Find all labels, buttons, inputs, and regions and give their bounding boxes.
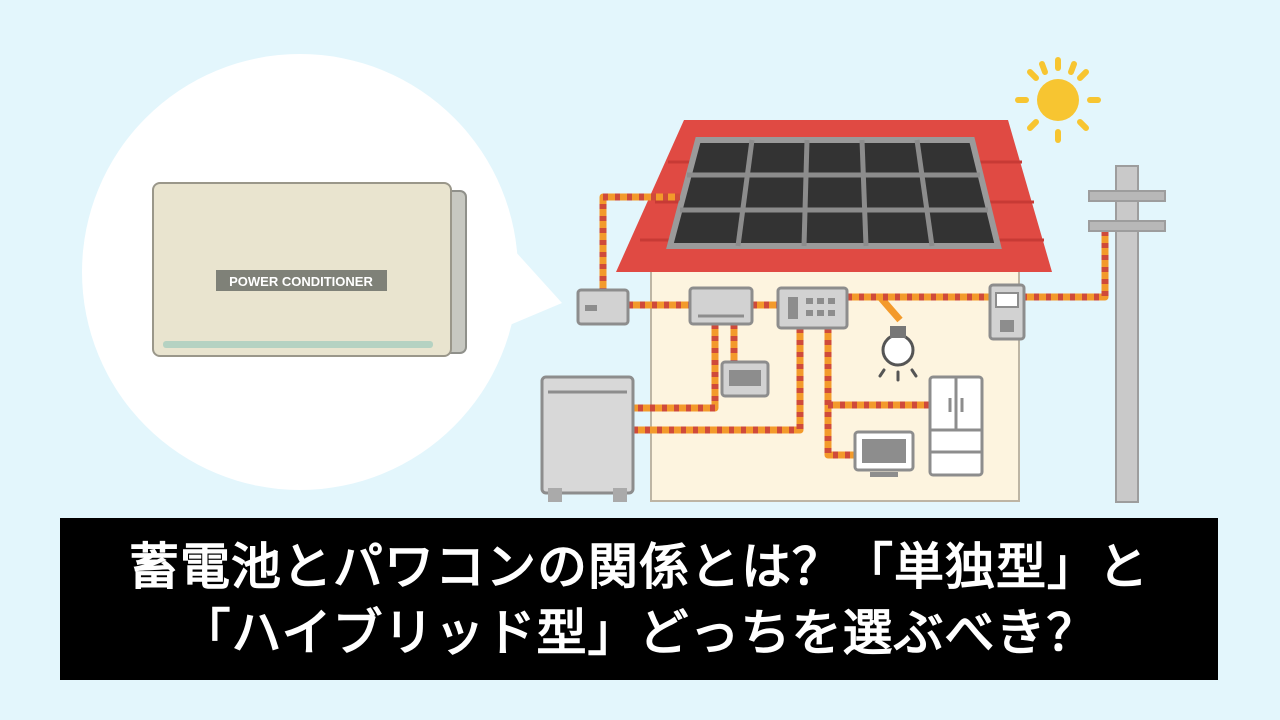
power-meter xyxy=(988,283,1026,341)
title-line-2: 「ハイブリッド型」どっちを選ぶべき？ xyxy=(180,604,1098,662)
remote-monitor xyxy=(720,360,770,398)
storage-battery-icon xyxy=(540,375,635,502)
solar-panel-icon xyxy=(666,137,1002,249)
refrigerator-icon xyxy=(928,375,984,477)
sun-icon xyxy=(1015,57,1101,143)
device-label: POWER CONDITIONER xyxy=(229,274,373,289)
title-banner: 蓄電池とパワコンの関係とは？「単独型」と 「ハイブリッド型」どっちを選ぶべき？ xyxy=(60,518,1218,680)
power-conditioner-device: POWER CONDITIONER xyxy=(152,182,467,357)
power-conditioner-unit xyxy=(688,286,754,326)
wiring xyxy=(599,193,1109,459)
monitor-icon xyxy=(853,430,915,477)
utility-pole-icon xyxy=(1088,165,1166,503)
title-line-1: 蓄電池とパワコンの関係とは？「単独型」と xyxy=(129,538,1149,596)
light-bulb-icon xyxy=(878,326,918,382)
distribution-board xyxy=(776,286,849,330)
junction-box xyxy=(576,288,630,326)
